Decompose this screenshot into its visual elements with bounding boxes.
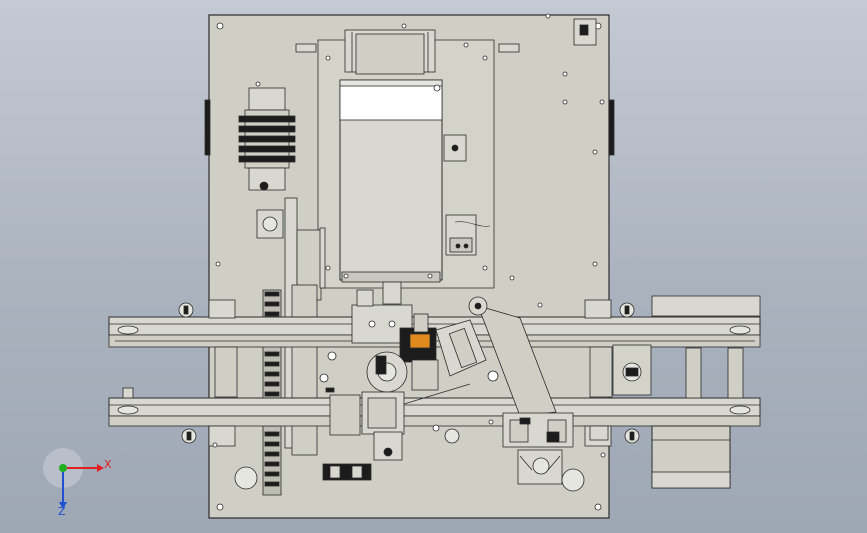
cable-chain-links (264, 291, 280, 487)
axis-triad-icon (43, 448, 104, 509)
conveyor-rail-lower (108, 397, 761, 417)
right-housing (651, 295, 761, 317)
valve-bank (238, 87, 296, 191)
x-axis-label: X (104, 458, 112, 471)
z-axis-label: Z (58, 505, 66, 518)
rail-rollers (117, 325, 751, 415)
plate-holes (215, 13, 605, 511)
